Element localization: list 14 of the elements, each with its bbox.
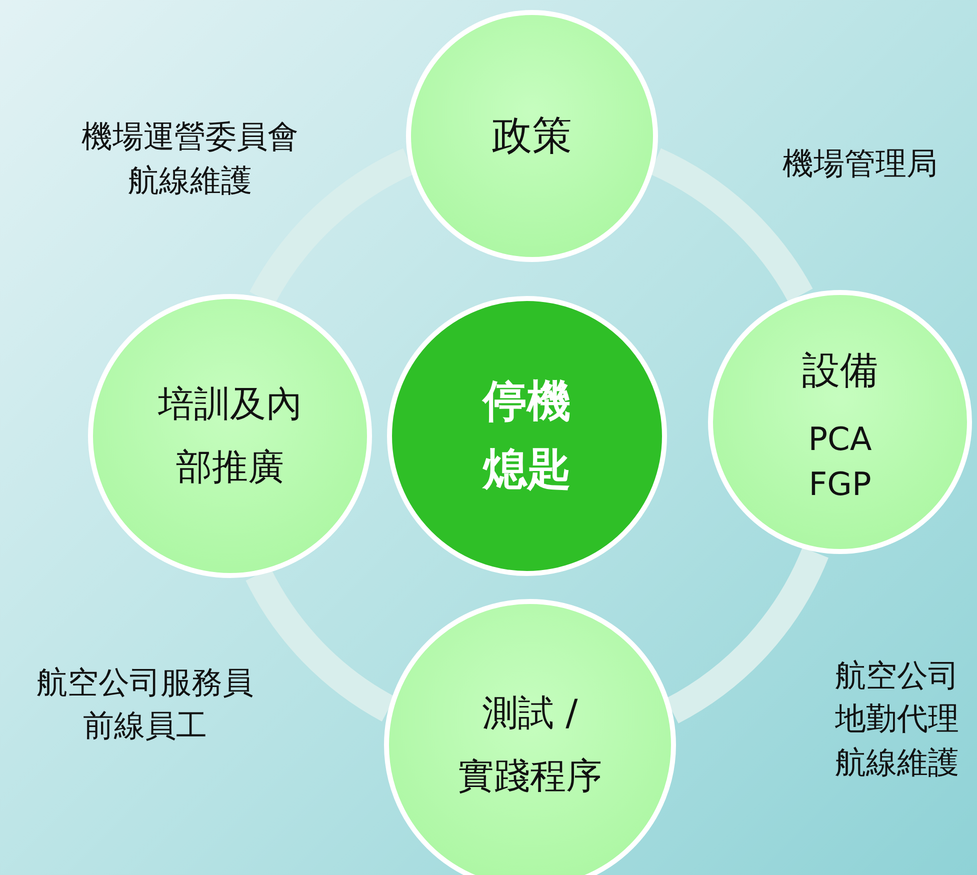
node-label: 停機熄匙 [481, 374, 572, 497]
role-label: 地勤代理 [835, 700, 959, 739]
role-label: 機場運營委員會 [82, 118, 298, 157]
role-label: 航線維護 [128, 162, 252, 201]
node-label: 測試 / 實踐程序 [457, 692, 603, 799]
role-label: 前線員工 [83, 707, 207, 746]
role-label: 航線維護 [835, 744, 959, 783]
node-label: PCA FGP [807, 419, 873, 506]
node-label: 政策 [491, 112, 573, 161]
role-label: 航空公司 [835, 657, 959, 696]
role-label: 機場管理局 [782, 145, 938, 184]
node-label: 設備 [801, 346, 879, 394]
role-label: 航空公司服務員 [36, 664, 254, 703]
node-label: 培訓及內部推廣 [157, 383, 303, 490]
